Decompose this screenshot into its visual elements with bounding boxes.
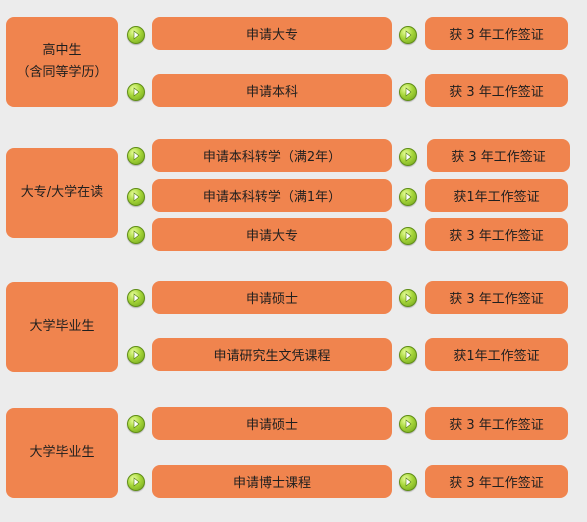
green-arrow-right-icon (399, 26, 417, 44)
result-box: 获1年工作签证 (425, 179, 568, 212)
category-label-line-1: 大学毕业生 (29, 319, 95, 334)
program-box: 申请博士课程 (152, 465, 392, 498)
green-arrow-right-icon (399, 415, 417, 433)
green-arrow-right-icon (399, 346, 417, 364)
green-arrow-right-icon (127, 473, 145, 491)
program-box: 申请本科 (152, 74, 392, 107)
result-box: 获 3 年工作签证 (425, 218, 568, 251)
green-arrow-right-icon (399, 83, 417, 101)
result-box: 获 3 年工作签证 (427, 139, 570, 172)
green-arrow-right-icon (399, 188, 417, 206)
result-box: 获 3 年工作签证 (425, 281, 568, 314)
category-label-line-1: 大专/大学在读 (20, 185, 104, 200)
category-box-graduate: 大学毕业生 (6, 408, 118, 498)
category-label-line-1: 高中生 (42, 43, 82, 58)
green-arrow-right-icon (127, 346, 145, 364)
result-box: 获 3 年工作签证 (425, 465, 568, 498)
green-arrow-right-icon (127, 26, 145, 44)
program-box: 申请本科转学（满2年） (152, 139, 392, 172)
green-arrow-right-icon (127, 289, 145, 307)
green-arrow-right-icon (127, 226, 145, 244)
program-box: 申请研究生文凭课程 (152, 338, 392, 371)
program-box: 申请硕士 (152, 281, 392, 314)
category-label-line-2: （含同等学历） (16, 65, 108, 80)
result-box: 获 3 年工作签证 (425, 407, 568, 440)
green-arrow-right-icon (399, 289, 417, 307)
program-box: 申请大专 (152, 17, 392, 50)
category-box-graduate: 大学毕业生 (6, 282, 118, 372)
category-box-high-school: 高中生 （含同等学历） (6, 17, 118, 107)
category-box-college-student: 大专/大学在读 (6, 148, 118, 238)
program-box: 申请大专 (152, 218, 392, 251)
green-arrow-right-icon (127, 83, 145, 101)
green-arrow-right-icon (399, 227, 417, 245)
green-arrow-right-icon (127, 147, 145, 165)
green-arrow-right-icon (127, 415, 145, 433)
category-label-line-1: 大学毕业生 (29, 445, 95, 460)
green-arrow-right-icon (127, 188, 145, 206)
result-box: 获 3 年工作签证 (425, 74, 568, 107)
result-box: 获 3 年工作签证 (425, 17, 568, 50)
program-box: 申请本科转学（满1年） (152, 179, 392, 212)
green-arrow-right-icon (399, 148, 417, 166)
green-arrow-right-icon (399, 473, 417, 491)
program-box: 申请硕士 (152, 407, 392, 440)
result-box: 获1年工作签证 (425, 338, 568, 371)
